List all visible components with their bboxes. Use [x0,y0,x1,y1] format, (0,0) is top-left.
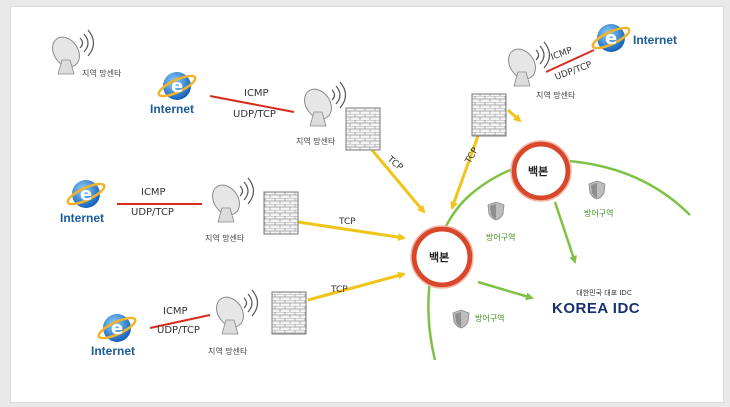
tcp-label: TCP [338,217,356,227]
internet-explorer-icon: e [66,180,106,208]
tcp-label: TCP [463,146,481,167]
idc-caption: 대한민국 대표 IDC [576,289,632,297]
udptcp-label: UDP/TCP [554,60,594,83]
firewall-icon [271,291,307,335]
udptcp-label: UDP/TCP [233,109,276,120]
satellite-dish-icon [304,81,347,127]
internet-explorer-icon: e [97,314,137,342]
svg-text:e: e [605,28,617,49]
icmp-label: ICMP [163,306,188,317]
icmp-line [545,49,595,73]
backbone-node-main [410,225,474,289]
firewall-icon [345,107,381,151]
svg-text:e: e [171,76,183,97]
internet-label: Internet [633,33,678,47]
tcp-arrow [297,220,406,242]
tcp-arrow [450,135,480,210]
udptcp-label: UDP/TCP [157,325,200,336]
shield-icon [487,201,505,221]
tcp-arrow [370,149,426,214]
defense-zone-label: 방어구역 [486,233,516,242]
defense-zone-label: 방어구역 [584,209,614,218]
internet-label: Internet [91,344,136,358]
icmp-label: ICMP [141,187,166,198]
internet-label: Internet [60,211,105,225]
tcp-label: TCP [330,285,348,295]
icmp-line [209,95,295,113]
icmp-label: ICMP [244,88,269,99]
local-center-label: 지역 망센타 [208,347,248,356]
backbone-node-upper [510,140,572,202]
internet-label: Internet [150,102,195,116]
backbone-label: 백본 [528,165,549,178]
tcp-arrow [506,108,522,123]
satellite-dish-icon [216,289,259,335]
idc-arrow [553,201,577,264]
firewall-icon [263,191,299,235]
internet-explorer-icon: e [157,72,197,100]
tcp-arrow [307,271,406,302]
backbone-label: 백본 [429,251,450,264]
satellite-dish-icon [508,41,551,87]
local-center-label: 지역 망센타 [296,137,336,146]
svg-text:e: e [111,318,123,339]
local-center-label: 지역 망센타 [205,234,245,243]
idc-logo-text: KOREA IDC [552,300,641,317]
satellite-dish-icon [212,177,255,223]
korea-idc-logo: 대한민국 대표 IDC KOREA IDC [552,288,656,317]
local-center-label: 지역 망센타 [536,91,576,100]
shield-icon [452,309,470,329]
svg-text:e: e [80,184,92,205]
firewall-icon [471,93,507,137]
internet-explorer-icon: e [591,24,631,52]
idc-arrow [477,280,534,301]
satellite-dish-icon [52,29,95,75]
icmp-line [149,314,211,329]
udptcp-label: UDP/TCP [131,207,174,218]
shield-icon [588,180,606,200]
defense-zone-label: 방어구역 [475,314,505,323]
local-center-label: 지역 망센타 [82,69,122,78]
